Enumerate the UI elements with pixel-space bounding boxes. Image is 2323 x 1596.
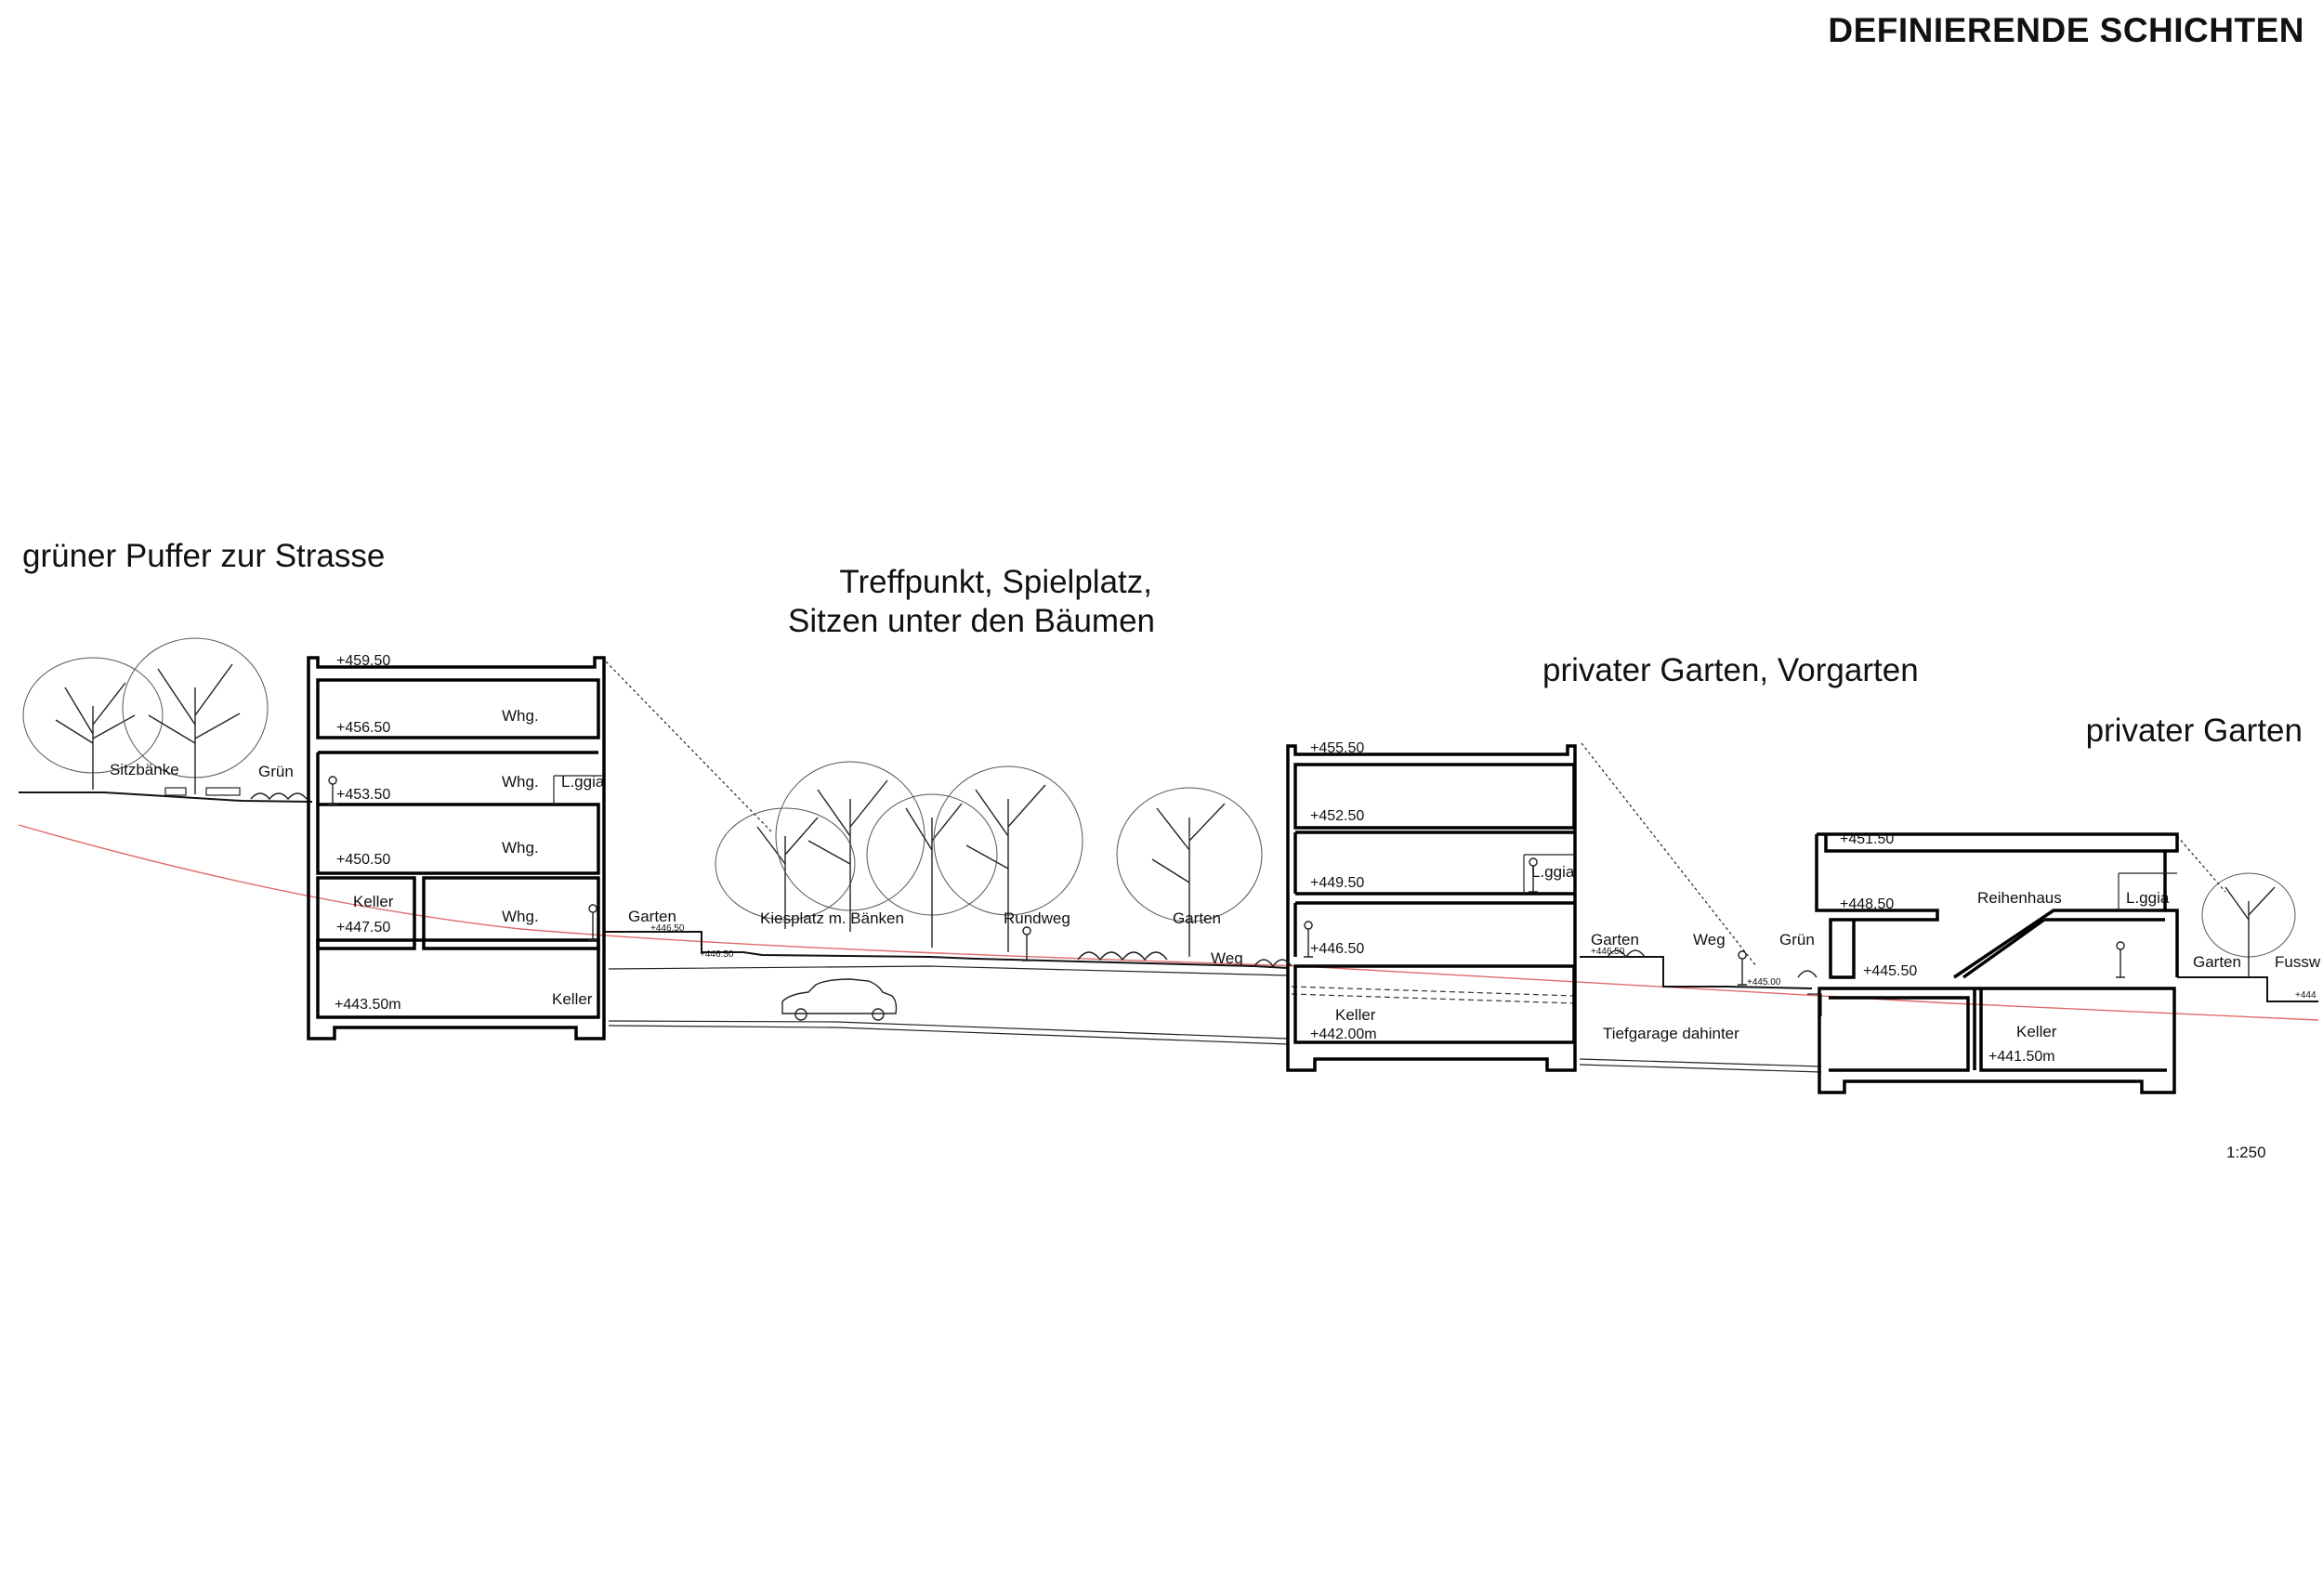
label-tiefgarage: Tiefgarage dahinter — [1603, 1025, 1739, 1042]
label-gruen-2: Grün — [1779, 931, 1815, 948]
landscape-labels: Sitzbänke Grün Garten Kiesplatz m. Bänke… — [110, 761, 2321, 1042]
label-rundweg: Rundweg — [1004, 909, 1070, 927]
level-c-3: +445.50 — [1863, 963, 1917, 979]
bench-1 — [164, 787, 187, 796]
building-b-section: +455.50 +452.50 +449.50 +446.50 +442.00m… — [1286, 740, 1577, 1072]
label-garten-4: Garten — [2193, 953, 2241, 971]
level-c-1: +451.50 — [1840, 831, 1894, 847]
level-a-5: +447.50 — [336, 920, 390, 935]
level-a-2: +456.50 — [336, 720, 390, 736]
label-sitzbaenke: Sitzbänke — [110, 761, 179, 778]
level-a-4: +450.50 — [336, 852, 390, 868]
level-b-4: +446.50 — [1310, 941, 1364, 957]
label-kiesplatz: Kiesplatz m. Bänken — [760, 909, 904, 927]
label-gruen-1: Grün — [258, 763, 294, 780]
room-a-loggia: L.ggia — [561, 773, 605, 791]
label-weg-2: Weg — [1693, 931, 1726, 948]
level-a-3: +453.50 — [336, 787, 390, 803]
drawing-title: DEFINIERENDE SCHICHTEN — [1828, 11, 2304, 49]
small-level-5: +444 — [2295, 990, 2316, 1001]
heading-private-garden: privater Garten — [2086, 713, 2303, 749]
sightline-b — [1581, 742, 1757, 967]
room-a-keller-2: Keller — [552, 990, 593, 1008]
building-c-section: +451.50 +448.50 +445.50 +441.50m Reihenh… — [1815, 831, 2179, 1094]
terrain — [18, 791, 2319, 1073]
label-weg-1: Weg — [1211, 949, 1243, 967]
heading-meeting-line-2: Sitzen unter den Bäumen — [788, 603, 1155, 639]
level-b-1: +455.50 — [1310, 740, 1364, 756]
level-a-1: +459.50 — [336, 653, 390, 669]
level-b-2: +452.50 — [1310, 808, 1364, 824]
level-a-6: +443.50m — [335, 997, 401, 1013]
tree-group-center — [715, 761, 1263, 957]
level-b-5: +442.00m — [1310, 1027, 1377, 1042]
room-a-keller-1: Keller — [353, 893, 394, 910]
car-icon — [781, 978, 898, 1021]
level-c-4: +441.50m — [1988, 1049, 2055, 1065]
heading-buffer: grüner Puffer zur Strasse — [22, 538, 385, 574]
room-c-reihenhaus: Reihenhaus — [1977, 889, 2062, 907]
room-a-whg-1: Whg. — [502, 707, 539, 725]
sightline-a — [601, 657, 772, 832]
small-level-2: +446.50 — [700, 949, 734, 960]
bench-2 — [205, 787, 241, 796]
small-level-3: +445.00 — [1747, 977, 1781, 988]
label-garten-3: Garten — [1591, 931, 1639, 948]
level-b-3: +449.50 — [1310, 875, 1364, 891]
room-a-whg-4: Whg. — [502, 908, 539, 925]
level-c-2: +448.50 — [1840, 896, 1894, 912]
room-b-keller: Keller — [1335, 1006, 1376, 1024]
room-c-loggia: L.ggia — [2126, 889, 2170, 907]
people-figures — [328, 776, 2125, 986]
heading-front-garden: privater Garten, Vorgarten — [1542, 652, 1919, 688]
sightline-c — [2176, 835, 2226, 893]
heading-meeting-line-1: Treffpunkt, Spielplatz, — [839, 564, 1152, 600]
tree-group-left — [22, 637, 269, 794]
small-level-1: +446.50 — [650, 923, 685, 934]
room-b-loggia: L.ggia — [1531, 863, 1575, 881]
room-a-whg-3: Whg. — [502, 839, 539, 857]
hedges — [250, 792, 1818, 978]
tree-right — [2201, 872, 2296, 977]
label-fussweg: Fussw — [2275, 953, 2321, 971]
scale-label: 1:250 — [2226, 1144, 2266, 1161]
label-garten-1: Garten — [628, 908, 676, 925]
label-garten-2: Garten — [1173, 909, 1221, 927]
room-c-keller: Keller — [2016, 1023, 2057, 1040]
small-level-4: +446.50 — [1591, 947, 1625, 957]
room-a-whg-2: Whg. — [502, 773, 539, 791]
building-a-section: +459.50 +456.50 +453.50 +450.50 +447.50 … — [307, 653, 606, 1040]
